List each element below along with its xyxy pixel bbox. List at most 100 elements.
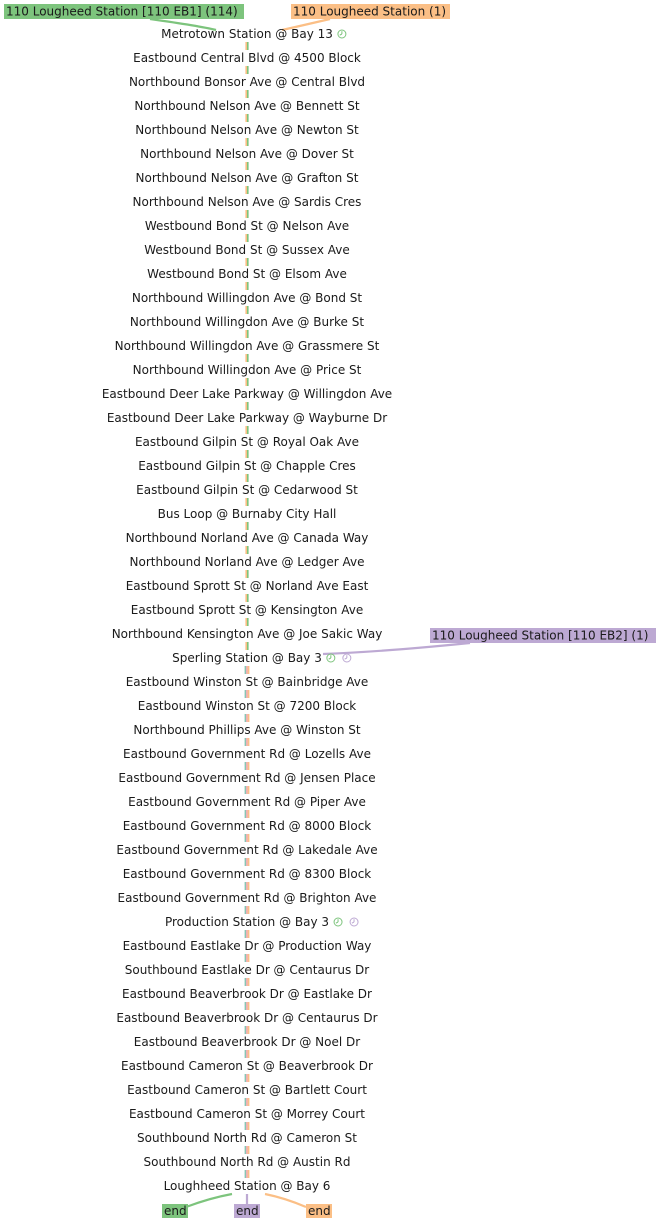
stop-label: Northbound Willingdon Ave @ Bond St	[132, 291, 363, 305]
trunk-segment	[246, 714, 248, 722]
stop-label: Northbound Kensington Ave @ Joe Sakic Wa…	[112, 627, 383, 641]
trunk-segment	[247, 738, 250, 746]
trunk-segment	[247, 1098, 250, 1106]
trunk-segment	[247, 138, 249, 146]
trunk-segment	[245, 618, 247, 626]
trunk-segment	[247, 882, 250, 890]
stop-label: Loughheed Station @ Bay 6	[164, 1179, 331, 1193]
trunk-segment	[245, 594, 247, 602]
trunk-segment	[244, 1074, 247, 1082]
stop-label: Eastbound Sprott St @ Norland Ave East	[126, 579, 369, 593]
trunk-segment	[246, 954, 248, 962]
trunk-segment	[247, 42, 249, 50]
trunk-segment	[246, 1146, 248, 1154]
stop-label: Northbound Norland Ave @ Ledger Ave	[130, 555, 365, 569]
trunk-segment	[246, 738, 248, 746]
route-label-eb2-text: 110 Lougheed Station [110 EB2] (1)	[432, 629, 648, 643]
trunk-segment	[247, 762, 250, 770]
trunk-segment	[246, 882, 248, 890]
trunk-segment	[247, 906, 250, 914]
trunk-segment	[246, 1050, 248, 1058]
trunk-segment	[245, 138, 247, 146]
trunk-segment	[246, 1170, 248, 1178]
trunk-segment	[247, 810, 250, 818]
stop-label: Northbound Nelson Ave @ Sardis Cres	[133, 195, 362, 209]
stop-label: Northbound Willingdon Ave @ Price St	[133, 363, 362, 377]
trunk-segment	[247, 162, 249, 170]
stop-label: Eastbound Gilpin St @ Chapple Cres	[138, 459, 356, 473]
end-marker-main: end	[306, 1204, 332, 1218]
trunk-segment	[245, 354, 247, 362]
trunk-segment	[247, 1170, 250, 1178]
stop-label: Eastbound Cameron St @ Beaverbrook Dr	[121, 1059, 373, 1073]
route-edges	[149, 17, 471, 1209]
stop-label: Northbound Bonsor Ave @ Central Blvd	[129, 75, 365, 89]
trunk-segment	[247, 570, 249, 578]
stop-label: Eastbound Sprott St @ Kensington Ave	[131, 603, 363, 617]
route-label-main: 110 Lougheed Station (1)	[291, 4, 450, 19]
trunk-segment	[244, 1002, 247, 1010]
trunk-segment	[244, 690, 247, 698]
trunk-segment	[247, 474, 249, 482]
stop-label: Eastbound Gilpin St @ Cedarwood St	[136, 483, 358, 497]
trunk-segment	[244, 1026, 247, 1034]
stop-label: Northbound Nelson Ave @ Dover St	[140, 147, 354, 161]
trunk-segment	[244, 1122, 247, 1130]
trunk-segment	[244, 810, 247, 818]
trunk-segment	[247, 1146, 250, 1154]
end-marker-main-box	[306, 1204, 332, 1218]
trunk-segment	[245, 234, 247, 242]
trunk-segment	[244, 786, 247, 794]
clock-icon	[342, 653, 352, 663]
stop-label: Eastbound Government Rd @ 8000 Block	[123, 819, 372, 833]
stop-label: Westbound Bond St @ Nelson Ave	[145, 219, 349, 233]
connector-main	[281, 17, 331, 32]
trunk-segment	[244, 762, 247, 770]
stop-label: Eastbound Beaverbrook Dr @ Noel Dr	[134, 1035, 361, 1049]
trunk-segment	[247, 378, 249, 386]
trunk-segment	[247, 282, 249, 290]
trunk-segment	[245, 114, 247, 122]
clock-icon	[349, 917, 359, 927]
trunk-segment	[247, 1002, 250, 1010]
trunk-segment	[247, 978, 250, 986]
trunk-segment	[245, 498, 247, 506]
trunk-segment	[247, 1122, 250, 1130]
trunk-segment	[247, 546, 249, 554]
trunk-segment	[247, 330, 249, 338]
trunk-segment	[246, 786, 248, 794]
trunk-segment	[247, 450, 249, 458]
clock-icon	[333, 917, 343, 927]
trunk-segment	[244, 930, 247, 938]
stop-label: Eastbound Winston St @ 7200 Block	[138, 699, 357, 713]
trunk-segment	[246, 930, 248, 938]
end-marker-eb2: end	[234, 1204, 260, 1218]
trunk-segment	[244, 858, 247, 866]
stop-label: Eastbound Government Rd @ Brighton Ave	[118, 891, 377, 905]
clock-icon	[326, 653, 336, 663]
trunk-segment	[247, 186, 249, 194]
stop-label: Eastbound Government Rd @ Lakedale Ave	[116, 843, 377, 857]
trunk-segment	[247, 834, 250, 842]
trunk-segment	[246, 1074, 248, 1082]
stop-label: Southbound North Rd @ Cameron St	[137, 1131, 357, 1145]
trunk-segment	[246, 906, 248, 914]
route-label-eb2: 110 Lougheed Station [110 EB2] (1)	[430, 628, 656, 643]
trunk-segment	[245, 66, 247, 74]
end-marker-eb1: end	[162, 1204, 188, 1218]
end-marker-eb2-box	[234, 1204, 260, 1218]
trunk-segment	[247, 786, 250, 794]
stop-label: Northbound Nelson Ave @ Bennett St	[134, 99, 360, 113]
trunk-segment	[246, 1122, 248, 1130]
trunk-segment	[245, 402, 247, 410]
trunk-segment	[246, 858, 248, 866]
stop-label: Westbound Bond St @ Sussex Ave	[144, 243, 349, 257]
trunk-segment	[246, 762, 248, 770]
stop-label: Northbound Willingdon Ave @ Burke St	[130, 315, 364, 329]
stop-label: Eastbound Cameron St @ Morrey Court	[129, 1107, 365, 1121]
trunk-segment	[246, 666, 248, 674]
trunk-segment	[247, 210, 249, 218]
stop-label: Northbound Willingdon Ave @ Grassmere St	[115, 339, 380, 353]
trunk-segment	[244, 666, 247, 674]
